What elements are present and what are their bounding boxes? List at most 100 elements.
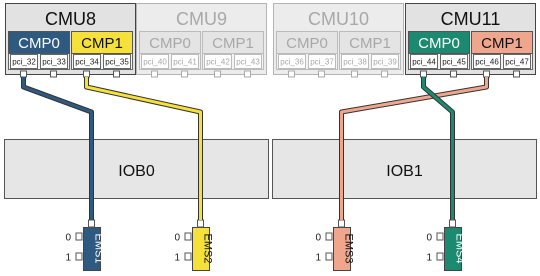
cmp-label: CMP0 [418,35,460,52]
cmp-box [471,31,533,54]
cmp-box [202,31,264,54]
pci-slot [371,54,399,69]
ems-port-label: 0 [426,233,432,244]
ems-port-label: 1 [174,253,180,264]
pci-label: pci_47 [505,58,529,67]
pci-slot [234,54,262,69]
ems-port-label: 0 [315,233,321,244]
ems-connector [449,219,456,228]
cable-group [21,77,489,220]
pci-label: pci_38 [343,58,367,67]
pci-slot [103,54,131,69]
pci-slot [204,54,232,69]
pci-label: pci_37 [310,58,334,67]
pci-label: pci_32 [12,58,36,67]
ems-port [184,232,192,241]
pci-port [513,70,520,78]
cmp-label: CMP1 [349,35,391,52]
pci-label-group: pci_32 pci_33 pci_34 pci_35 pci_40 pci_41 pci_… [12,58,529,67]
pci-label: pci_33 [42,58,66,67]
pci-port [151,70,158,78]
pci-port [420,70,427,78]
cmp-label: CMP0 [149,35,191,52]
pci-slot [410,54,438,69]
cable-ems2 [85,77,202,220]
ems-port [436,232,444,241]
cmp-label: CMP1 [212,35,254,52]
pci-label: pci_42 [206,58,230,67]
cable-ems3 [340,77,488,220]
ems-connector [88,219,95,228]
pci-label: pci_39 [373,58,397,67]
ems-label: EMS2 [202,234,214,264]
cmp-label: CMP0 [18,35,60,52]
cmp-box [8,31,70,54]
pci-port [483,70,490,78]
pci-slot [473,54,501,69]
pci-label: pci_45 [442,58,466,67]
pci-port [450,70,457,78]
ems-port-label: 0 [174,233,180,244]
pci-slot [10,54,38,69]
iob-box [272,139,537,199]
pci-port [214,70,221,78]
pci-port [50,70,57,78]
pci-label: pci_36 [280,58,304,67]
ems-port [436,252,444,261]
cmu-label: CMU11 [441,9,501,29]
cmu-label: CMU9 [176,9,227,29]
pci-label: pci_40 [143,58,167,67]
iob-label: IOB1 [386,163,423,180]
cmp-label: CMP0 [286,35,328,52]
pci-label: pci_41 [173,58,197,67]
ems-port-label: 1 [315,253,321,264]
ems-label: EMS4 [454,234,466,264]
iob-label: IOB0 [118,163,155,180]
pci-slot [278,54,306,69]
cmu-label: CMU8 [45,9,96,29]
iob-box [4,139,269,199]
iob-group: IOB0 IOB1 [4,139,537,199]
pci-port [181,70,188,78]
ems-label: EMS3 [343,234,355,264]
pci-slot [40,54,68,69]
pci-label: pci_43 [236,58,260,67]
ems-port [325,252,333,261]
pci-port [20,70,27,78]
pci-port [83,70,90,78]
cmp-box [139,31,201,54]
pci-label: pci_44 [412,58,436,67]
ems-connector [338,219,345,228]
pci-slot [440,54,468,69]
pci-port [288,70,295,78]
pci-label: pci_46 [475,58,499,67]
cmp-box [339,31,401,54]
cmu-label: CMU10 [308,9,369,29]
cmp-label: CMP1 [481,35,523,52]
pci-port [318,70,325,78]
ems-port-label: 1 [65,253,71,264]
ems-port [75,252,83,261]
pci-slot [308,54,336,69]
pci-port [244,70,251,78]
ems-port-label: 0 [65,233,71,244]
ems-port [75,232,83,241]
ems-label: EMS1 [93,234,105,264]
pci-port [381,70,388,78]
pci-label: pci_35 [105,58,129,67]
pci-slot [141,54,169,69]
pci-label: pci_34 [75,58,99,67]
cmp-label: CMP1 [81,35,123,52]
cmp-box [71,31,133,54]
pci-slot [341,54,369,69]
cable-ems1 [22,77,93,220]
cable-ems4 [422,77,454,220]
cmp-box [408,31,470,54]
ems-port [325,232,333,241]
ems-connector [197,219,204,228]
pci-slot [73,54,101,69]
ems-port [184,252,192,261]
